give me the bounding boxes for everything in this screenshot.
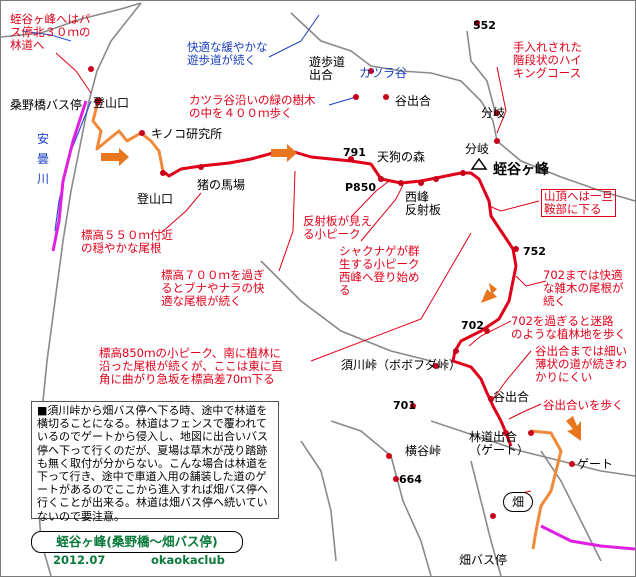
map-author: okaokaclub <box>151 553 225 567</box>
label-tozanguchi-2: 登山口 <box>137 192 174 206</box>
road-rindo <box>430 420 635 477</box>
road-hata <box>470 460 502 576</box>
orange-route-end <box>530 429 563 550</box>
note-850: 標高850ｍの小ピーク、南に植林に 沿った尾根が続くが、ここは東に直 角に曲がり… <box>99 346 283 386</box>
label-sugawa-toge: 須川峠（ボボフダ峠） <box>341 358 462 372</box>
label-yuhodo: 遊歩道 出合 <box>309 55 346 82</box>
label-bunki-2: 分岐 <box>465 142 490 156</box>
road-south2 <box>300 440 337 562</box>
note-promenade: 快適な緩やかな 遊歩道が続く <box>187 40 268 67</box>
leader-n7 <box>350 180 390 218</box>
note-700: 標高７００ｍを過ぎ るとブナやナラの快 適な尾根が続く <box>161 268 265 308</box>
note-rhododendron: シャクナゲが群 生する小ピーク 西峰へ登り始め る <box>339 244 420 297</box>
elev-702: 702 <box>461 319 484 332</box>
elev-752: 752 <box>523 245 546 258</box>
label-tengu: 天狗の森 <box>377 150 426 164</box>
elev-664: 664 <box>399 473 422 486</box>
trail-552 <box>466 30 496 112</box>
arrow-gate <box>566 416 581 441</box>
leader-n1 <box>55 52 92 94</box>
road-katsura <box>290 12 498 142</box>
note-steps: 手入れされた 階段状のハイ キングコース <box>513 40 582 80</box>
note-702: 702までは快適 な雑木の尾根が 続く <box>543 268 624 308</box>
road-west <box>1 2 142 38</box>
leader-n10 <box>515 275 547 287</box>
leader-n14 <box>508 403 542 420</box>
elev-791: 791 <box>343 146 366 159</box>
magenta-road-right <box>540 524 635 551</box>
summit-label: 蛭谷ヶ峰 <box>493 162 549 178</box>
note-bus-north: 蛭谷ヶ峰へはバ ス停北３０ｍの 林道へ <box>10 12 91 52</box>
label-yokodani: 横谷峠 <box>405 444 442 458</box>
label-nishimine: 西峰 反射板 <box>405 190 442 217</box>
road-gate <box>540 450 602 562</box>
description-box: ■須川峠から畑バス停へ下る時、途中で林道を横切ることになる。林道はフェンスで覆わ… <box>31 401 279 523</box>
note-saddle: 山頂へは一旦 鞍部に下る <box>541 189 616 217</box>
label-bunki-1: 分岐 <box>481 106 506 120</box>
label-katsura-dani: カツラ谷 <box>359 66 408 80</box>
note-550: 標高５５０ｍ付近 の穏やかな尾根 <box>81 228 173 255</box>
elev-552: 552 <box>473 19 496 32</box>
label-inonobanba: 猪の馬場 <box>197 178 246 192</box>
label-tanideai-1: 谷出合 <box>395 94 432 108</box>
label-hata: 畑 <box>503 492 533 512</box>
label-tozanguchi-1: 登山口 <box>93 96 130 110</box>
label-tanideai-2: 谷出合 <box>493 390 530 404</box>
label-rindo-deai: 林道出合 （ゲート） <box>469 430 530 457</box>
label-kuwano-bus: 桑野橋バス停 <box>10 98 83 112</box>
summit-marker <box>470 157 488 170</box>
note-thin-path: 谷出合までは細い 薄状の道が続きわ かりにくい <box>535 344 627 384</box>
leader-n12 <box>310 232 472 362</box>
elev-p850: P850 <box>345 181 377 194</box>
leader-n2 <box>268 14 320 58</box>
leader-n9 <box>278 170 296 272</box>
note-plantation: 702を過ぎると迷路 のような植林地を歩く <box>511 314 626 341</box>
leader-n6 <box>160 192 202 234</box>
map-date: 2012.07 <box>53 553 106 567</box>
leader-n13 <box>492 350 532 400</box>
arrow-down <box>481 283 497 303</box>
road-south-west <box>260 260 432 362</box>
label-hata-bus: 畑バス停 <box>459 553 508 567</box>
elev-701: 701 <box>393 399 416 412</box>
leader-n4 <box>496 66 507 134</box>
leader-n5 <box>488 200 540 212</box>
river-line-lower <box>22 30 72 42</box>
leader-n11 <box>468 320 512 347</box>
arrow-ridge <box>271 144 297 162</box>
magenta-road-left <box>51 100 88 252</box>
arrow-start <box>101 148 129 166</box>
note-reflector: 反射板が見え る小ピーク <box>303 214 372 241</box>
leader-n3 <box>328 96 357 106</box>
note-valley: 谷出合いを歩く <box>543 398 624 412</box>
orange-route-start <box>91 100 165 172</box>
map-title: 蛭谷ヶ峰(桑野橋～畑バス停) <box>31 531 243 553</box>
note-katsura: カツラ谷沿いの緑の樹木 の中を４００ｍ歩く <box>189 93 316 120</box>
road-east <box>496 140 635 202</box>
label-river: 安 曇 川 <box>37 132 50 186</box>
label-gate: ゲート <box>577 457 614 471</box>
leader-n8 <box>360 184 404 242</box>
label-kinoko: キノコ研究所 <box>151 127 223 141</box>
